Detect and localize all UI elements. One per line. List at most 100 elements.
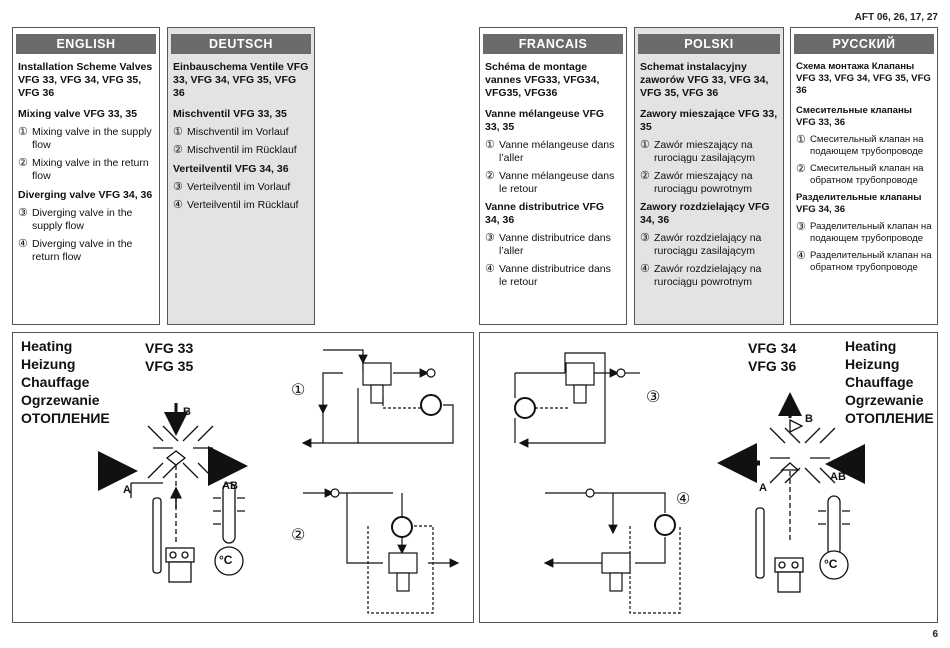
port-b-label: B: [183, 406, 191, 418]
scheme-title: Einbauschema Ventile VFG 33, VFG 34, VFG…: [173, 61, 309, 99]
item-number: ③: [173, 181, 183, 193]
heating-label: Heizung: [845, 356, 900, 372]
heating-label: Heating: [845, 338, 897, 354]
model-label: VFG 36: [748, 358, 797, 374]
port-ab-label: AB: [830, 471, 846, 483]
model-label: VFG 34: [748, 340, 797, 356]
item-number: ③: [796, 221, 806, 233]
list-item: ③ Diverging valve in the supply flow: [18, 207, 154, 233]
list-item: ② Vanne mélangeuse dans le retour: [485, 170, 621, 196]
item-text: Vanne mélangeuse dans le retour: [499, 170, 615, 195]
item-text: Mischventil im Rücklauf: [187, 144, 297, 156]
page-number: 6: [932, 629, 938, 640]
item-text: Смесительный клапан на обратном трубопро…: [810, 163, 924, 186]
heating-label: ОТОПЛЕНИЕ: [21, 410, 110, 426]
heating-label: ОТОПЛЕНИЕ: [845, 410, 934, 426]
flow-arrows: [717, 392, 865, 484]
scheme-title: Installation Scheme Valves VFG 33, VFG 3…: [18, 61, 153, 99]
figure-1-number: ①: [291, 382, 306, 399]
item-number: ④: [173, 199, 183, 211]
item-text: Vanne distributrice dans l’aller: [499, 232, 611, 257]
language-tab-polski: POLSKI: [638, 34, 780, 54]
actuator-probe-icon: [755, 507, 804, 593]
document-code: AFT 06, 26, 17, 27: [854, 12, 938, 23]
item-text: Zawór mieszający na rurociągu zasilający…: [654, 139, 755, 164]
heating-label: Heating: [21, 338, 73, 354]
heating-label-list: Heating Heizung Chauffage Ogrzewanie ОТО…: [845, 337, 934, 427]
mixing-valve-diagram-panel: Heating Heizung Chauffage Ogrzewanie ОТО…: [12, 332, 474, 623]
language-tab-english: ENGLISH: [16, 34, 156, 54]
actuator-probe-icon: [152, 497, 195, 583]
item-number: ③: [640, 232, 650, 244]
valve-cross-section: [130, 425, 214, 543]
scheme-title: Schemat instalacyjny zaworów VFG 33, VFG…: [640, 61, 769, 99]
item-number: ③: [485, 232, 495, 244]
item-text: Verteilventil im Vorlauf: [187, 181, 291, 193]
diverging-heading: Vanne distributrice VFG 34, 36: [485, 201, 605, 226]
item-number: ②: [796, 163, 806, 175]
list-item: ④ Verteilventil im Rücklauf: [173, 199, 309, 212]
figure-4-number: ④: [676, 491, 691, 508]
language-tab-deutsch: DEUTSCH: [171, 34, 311, 54]
item-number: ②: [485, 170, 495, 182]
list-item: ③ Verteilventil im Vorlauf: [173, 181, 309, 194]
figure-3-number: ③: [646, 389, 661, 406]
item-number: ②: [640, 170, 650, 182]
port-ab-label: AB: [222, 480, 238, 492]
model-label-list: VFG 34 VFG 36: [748, 339, 796, 375]
mixing-heading: Mischventil VFG 33, 35: [173, 108, 287, 120]
item-text: Vanne distributrice dans le retour: [499, 263, 611, 288]
model-label-list: VFG 33 VFG 35: [145, 339, 193, 375]
list-item: ④ Vanne distributrice dans le retour: [485, 263, 621, 289]
temperature-unit-label: °C: [219, 553, 233, 567]
column-english: ENGLISH Installation Scheme Valves VFG 3…: [12, 27, 160, 325]
item-text: Verteilventil im Rücklauf: [187, 199, 299, 211]
heating-label: Ogrzewanie: [845, 392, 924, 408]
item-text: Mixing valve in the supply flow: [32, 126, 152, 151]
list-item: ③ Vanne distributrice dans l’aller: [485, 232, 621, 258]
item-text: Diverging valve in the return flow: [32, 238, 133, 263]
port-b-label: B: [805, 413, 813, 425]
diverging-heading: Разделительные клапаны VFG 34, 36: [796, 192, 922, 215]
item-number: ①: [485, 139, 495, 151]
item-number: ①: [796, 134, 806, 146]
item-number: ④: [640, 263, 650, 275]
heating-label: Ogrzewanie: [21, 392, 100, 408]
item-number: ①: [173, 126, 183, 138]
item-number: ④: [796, 250, 806, 262]
item-number: ②: [18, 157, 28, 169]
diverging-valve-diagram-panel: VFG 34 VFG 36 Heating Heizung Chauffage …: [479, 332, 938, 623]
model-label: VFG 33: [145, 340, 194, 356]
figure-4-diagram: [543, 488, 681, 614]
list-item: ③ Zawór rozdzielający na rurociągu zasila…: [640, 232, 778, 258]
mixing-heading: Zawory mieszające VFG 33, 35: [640, 108, 778, 133]
item-text: Zawór rozdzielający na rurociągu zasilaj…: [654, 232, 762, 257]
diverging-heading: Diverging valve VFG 34, 36: [18, 189, 153, 201]
item-number: ④: [485, 263, 495, 275]
diverging-heading: Verteilventil VFG 34, 36: [173, 163, 289, 175]
item-number: ③: [18, 207, 28, 219]
item-number: ②: [173, 144, 183, 156]
diverging-heading: Zawory rozdzielający VFG 34, 36: [640, 201, 770, 226]
model-label: VFG 35: [145, 358, 194, 374]
item-text: Diverging valve in the supply flow: [32, 207, 133, 232]
item-text: Разделительный клапан на обратном трубоп…: [810, 250, 932, 273]
heating-label: Chauffage: [845, 374, 914, 390]
mixing-heading: Mixing valve VFG 33, 35: [18, 108, 138, 120]
item-text: Разделительный клапан на подающем трубоп…: [810, 221, 932, 244]
mixing-heading: Vanne mélangeuse VFG 33, 35: [485, 108, 605, 133]
mixing-valve-diagrams: [98, 349, 460, 614]
heating-label-list: Heating Heizung Chauffage Ogrzewanie ОТО…: [21, 337, 110, 427]
scheme-title: Схема монтажа Клапаны VFG 33, VFG 34, VF…: [796, 61, 931, 96]
temperature-unit-label: °C: [824, 557, 838, 571]
column-francais: FRANCAIS Schéma de montage vannes VFG33,…: [479, 27, 627, 325]
